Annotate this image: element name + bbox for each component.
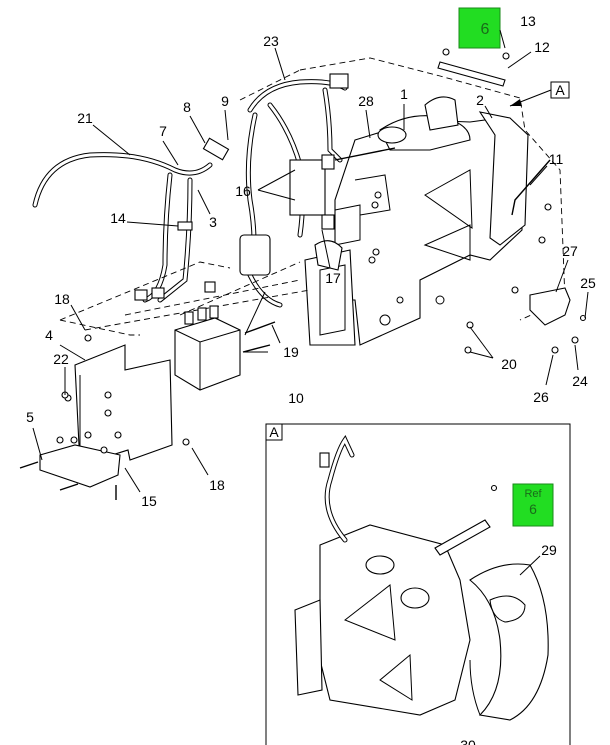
callout-25: 25: [580, 275, 596, 291]
callout-26: 26: [533, 389, 549, 405]
detail-a-inset: [265, 423, 571, 745]
callout-15: 15: [141, 493, 157, 509]
callout-5: 5: [26, 409, 34, 425]
callout-7: 7: [159, 123, 167, 139]
callout-23: 23: [263, 33, 279, 49]
callout-20: 20: [501, 356, 517, 372]
callout-16: 16: [235, 183, 251, 199]
fastener-set-right: [371, 201, 552, 354]
module-item-10: [174, 305, 276, 391]
callout-14: 14: [110, 210, 126, 226]
bracket-item-4-5: [19, 334, 190, 500]
callout-10: 10: [288, 390, 304, 406]
callout-1: 1: [400, 86, 408, 102]
callout-2: 2: [476, 92, 484, 108]
highlight-inset-line1: Ref: [524, 488, 542, 500]
leader-lines: [32, 29, 589, 576]
wire-harness: [32, 73, 396, 308]
highlight-inset: Ref 6: [512, 483, 554, 527]
detail-ref-main-label: A: [555, 82, 565, 98]
callout-labels: 1 2 3 4 5 7 8 9 10 11 12 13 14 15 16 17 …: [26, 13, 596, 745]
detail-ref-main: A: [509, 81, 570, 107]
callout-28: 28: [358, 93, 374, 109]
callout-19: 19: [283, 344, 299, 360]
callout-17: 17: [325, 270, 341, 286]
callout-21: 21: [77, 110, 93, 126]
highlight-inset-line2: 6: [529, 501, 537, 517]
highlight-top-label: 6: [481, 21, 490, 38]
callout-13: 13: [520, 13, 536, 29]
callout-18b: 18: [209, 477, 225, 493]
main-frame-assembly: [239, 57, 587, 354]
callout-30: 30: [460, 737, 476, 745]
callout-24: 24: [572, 373, 588, 389]
detail-ref-inset-label: A: [269, 424, 279, 440]
callout-22: 22: [53, 351, 69, 367]
callout-18a: 18: [54, 291, 70, 307]
callout-4: 4: [45, 327, 53, 343]
bar-item-6: [437, 48, 510, 87]
callout-27: 27: [562, 243, 578, 259]
callout-29: 29: [541, 542, 557, 558]
callout-12: 12: [534, 39, 550, 55]
callout-8: 8: [183, 99, 191, 115]
callout-9: 9: [221, 93, 229, 109]
callout-3: 3: [209, 214, 217, 230]
highlight-top: 6: [458, 7, 501, 49]
callout-11: 11: [549, 151, 564, 167]
